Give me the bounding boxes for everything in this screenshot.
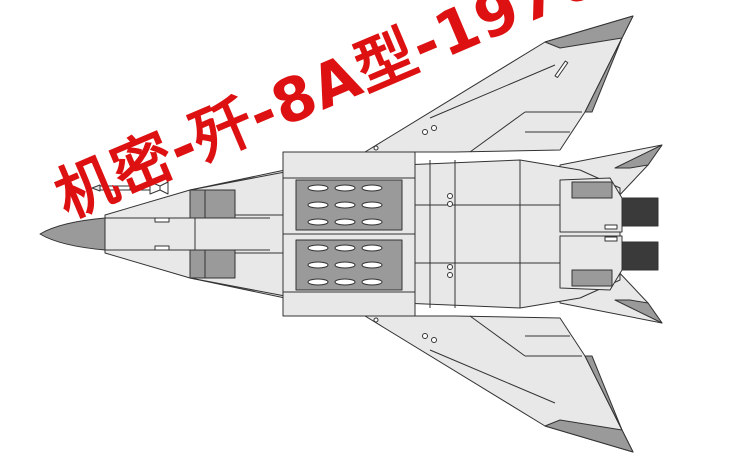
weapons-bay — [282, 151, 416, 317]
upper-wing — [364, 15, 634, 153]
lower-wing — [364, 315, 634, 453]
lower-intake — [189, 249, 286, 297]
external-missile — [91, 181, 169, 195]
upper-intake — [189, 171, 286, 219]
bay-bombs — [307, 184, 383, 286]
engine-nacelles — [559, 177, 659, 291]
nose-cone — [39, 217, 196, 251]
